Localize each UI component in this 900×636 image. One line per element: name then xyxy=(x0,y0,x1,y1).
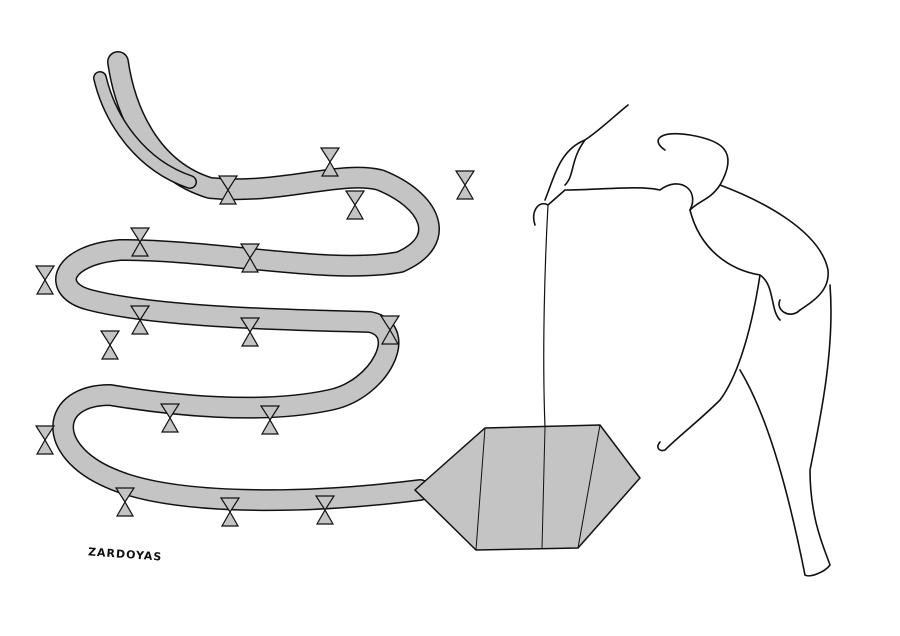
tail-bow xyxy=(129,305,151,335)
tail-bow xyxy=(239,243,261,273)
tail-bow xyxy=(34,425,56,455)
kite-folds xyxy=(475,424,601,551)
kite-string xyxy=(543,204,549,428)
tail-bow xyxy=(344,190,366,220)
kite xyxy=(413,424,641,551)
tail-bow xyxy=(239,317,261,347)
tail-bow xyxy=(219,497,241,527)
tail-bow xyxy=(319,147,341,177)
tail-bow xyxy=(114,487,136,517)
tail-bow xyxy=(314,495,336,525)
tail-bow xyxy=(34,265,56,295)
tail-bow xyxy=(99,330,121,360)
tail-bow xyxy=(454,170,476,200)
tail-bow xyxy=(259,405,281,435)
tail-bow xyxy=(217,175,239,205)
tail-bow xyxy=(379,315,401,345)
man-figure xyxy=(532,104,832,577)
tail-bows xyxy=(34,147,476,527)
kite-tail xyxy=(52,51,440,512)
tail-bow xyxy=(129,227,151,257)
tail-bow xyxy=(159,403,181,433)
